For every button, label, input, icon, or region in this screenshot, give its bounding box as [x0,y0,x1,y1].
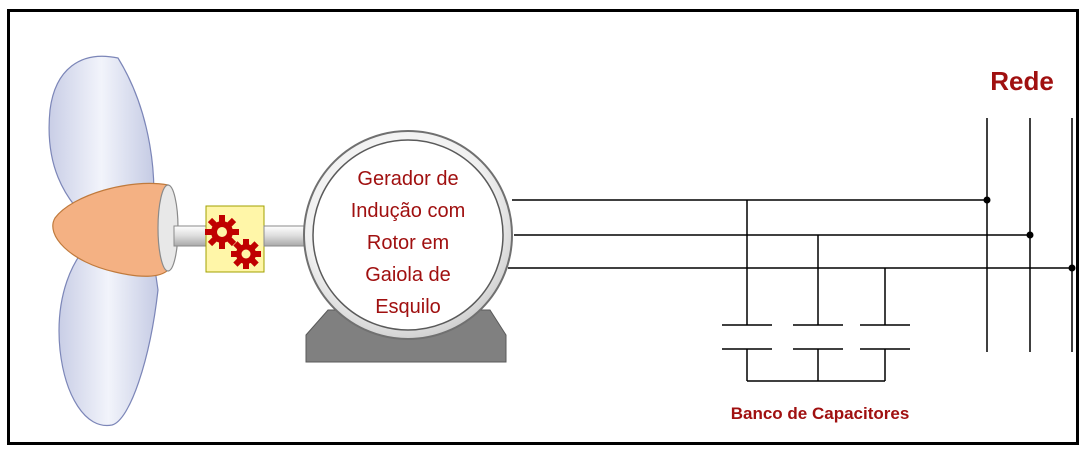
generator-label-line-2: Indução com [351,200,466,222]
turbine-hub-icon [52,182,179,277]
generator-label-line-4: Gaiola de [365,264,451,286]
low-speed-shaft [173,225,209,247]
capacitor-bank-label: Banco de Capacitores [731,404,910,423]
generator-label-line-3: Rotor em [367,232,449,254]
generator-icon [303,130,513,340]
capacitor-bank-icon [722,200,910,382]
grid-junction-dots [983,196,1076,272]
generator-label-line-1: Gerador de [357,168,458,190]
generator-label-line-5: Esquilo [375,296,441,318]
grid-label: Rede [990,66,1054,96]
three-phase-lines [508,199,1072,269]
gearbox-icon [205,205,265,273]
high-speed-shaft [263,225,309,247]
